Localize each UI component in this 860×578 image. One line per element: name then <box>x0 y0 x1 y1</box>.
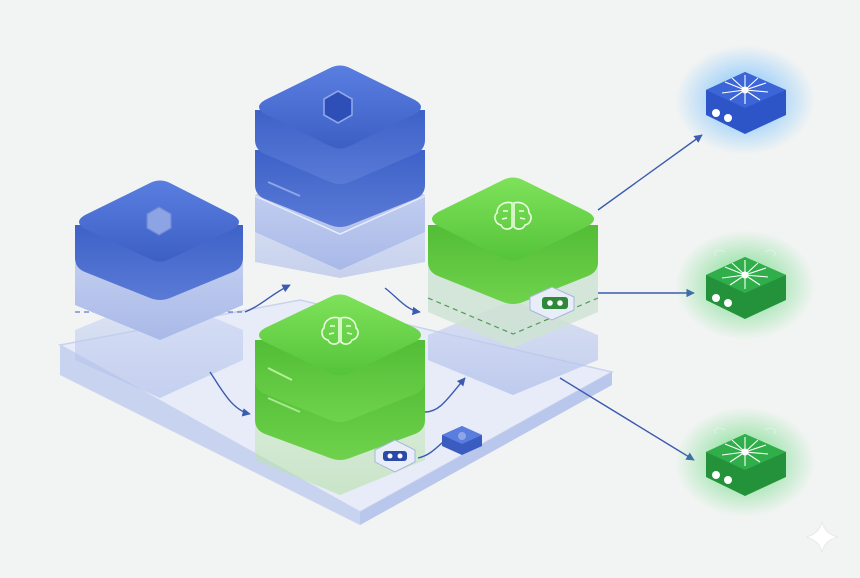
edge-device-blue <box>675 45 815 155</box>
compute-module <box>529 286 575 321</box>
arrow-to-blue-device <box>597 134 703 211</box>
neural-burst-icon <box>714 249 776 289</box>
connectors <box>209 284 466 459</box>
green-stack-right <box>427 177 599 395</box>
stack-layer-top <box>255 65 425 184</box>
brain-icon <box>494 201 532 230</box>
stack-layer-top <box>75 180 243 300</box>
sparkle-icon <box>805 521 839 553</box>
edge-device-green-bottom <box>675 407 815 517</box>
connector-arrow <box>384 287 421 316</box>
neural-burst-icon <box>714 427 776 466</box>
stack-layer-mid <box>255 150 425 227</box>
blue-stack-left <box>74 180 244 398</box>
green-stack-center <box>255 294 425 495</box>
chip-module <box>442 426 482 455</box>
edge-device-green-mid <box>675 230 815 340</box>
compute-module <box>374 439 416 473</box>
connector-arrow <box>244 284 291 313</box>
blue-stack-tall <box>254 65 426 278</box>
hexagon-icon <box>146 206 172 236</box>
connector-arrow <box>209 371 251 417</box>
arrow-to-green-device-bottom <box>559 377 695 461</box>
stack-layer-top <box>255 294 425 422</box>
connector-arrow <box>424 377 466 413</box>
brain-icon <box>321 316 359 345</box>
connector-arrow <box>417 439 447 459</box>
stack-layer-top <box>428 177 598 304</box>
neural-burst-icon <box>714 67 776 104</box>
hexagon-icon <box>323 90 353 124</box>
